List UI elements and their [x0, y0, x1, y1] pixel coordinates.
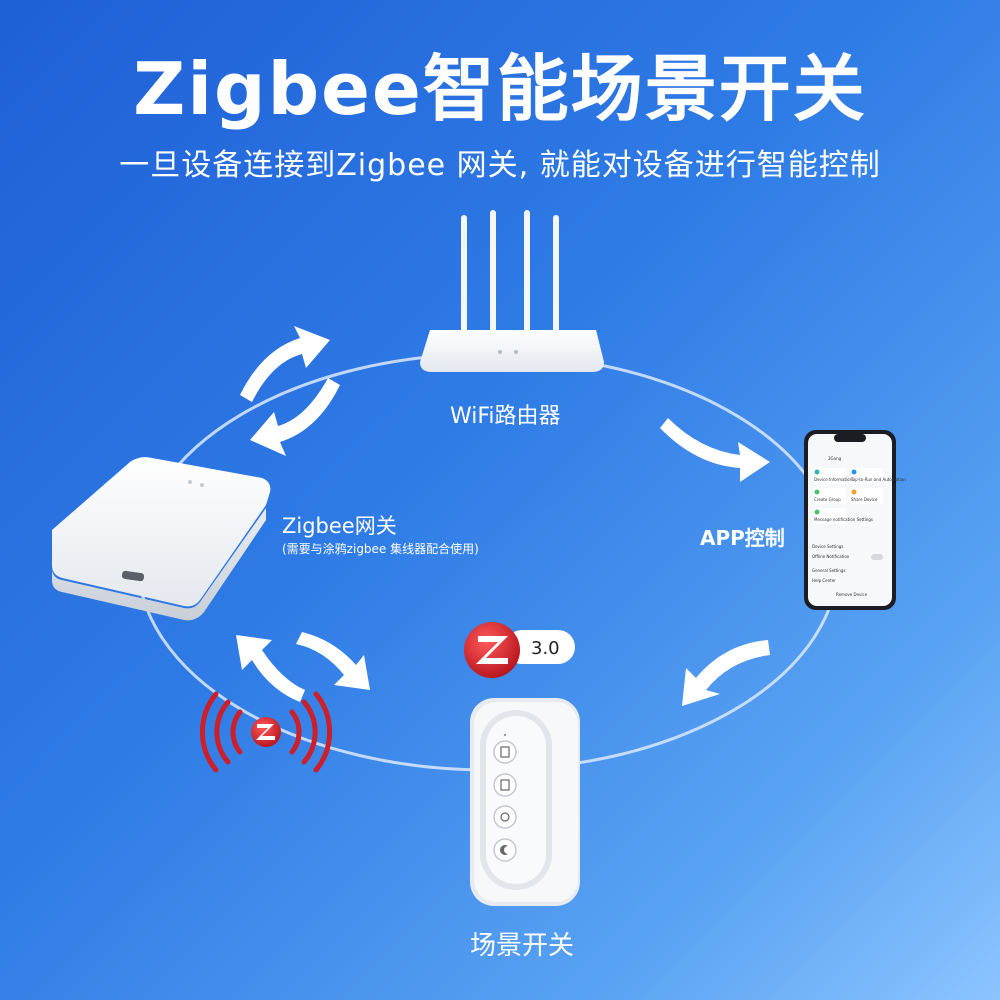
phone-screen-title: 3Gang	[828, 456, 842, 461]
phone-section-1: Device Settings	[812, 544, 843, 549]
signal-wave-icon	[200, 691, 332, 773]
phone-item-2: Tap-to-Run and Automation	[850, 477, 906, 482]
app-control-label: APP控制	[700, 526, 785, 550]
phone-item-4: Share Device	[851, 497, 878, 502]
arrow-icon	[236, 635, 305, 702]
phone-item-5: Message notification Settings	[814, 517, 873, 522]
phone-item-1: Device Information	[814, 477, 853, 482]
gateway-label: Zigbee网关	[282, 514, 397, 538]
arrow-icon	[240, 326, 330, 402]
scene-switch-device	[470, 698, 580, 906]
gateway-note: (需要与涂鸦zigbee 集线器配合使用)	[282, 542, 479, 556]
zigbee-version: 3.0	[531, 638, 560, 659]
arrow-icon	[660, 418, 770, 482]
arrow-icon	[250, 378, 340, 456]
arrow-icon	[296, 632, 370, 690]
phone-row-2: Help Center	[812, 578, 836, 583]
phone-item-3: Create Group	[814, 497, 841, 502]
arrow-icon	[682, 640, 770, 706]
phone-section-2: General Settings	[812, 568, 845, 573]
phone-row-1: Offline Notification	[812, 554, 850, 559]
phone-remove-device: Remove Device	[836, 592, 868, 597]
router-label: WiFi路由器	[450, 404, 561, 429]
router-device	[420, 210, 604, 372]
zigbee-3-badge: 3.0	[464, 622, 575, 678]
scene-switch-label: 场景开关	[470, 931, 575, 961]
page-subtitle: 一旦设备连接到Zigbee 网关, 就能对设备进行智能控制	[119, 148, 881, 183]
page-title: Zigbee智能场景开关	[133, 47, 867, 131]
zigbee-signal-group	[200, 691, 332, 773]
phone-device: 3Gang Device Information Tap-to-Run and …	[804, 430, 906, 610]
gateway-device	[52, 457, 271, 621]
